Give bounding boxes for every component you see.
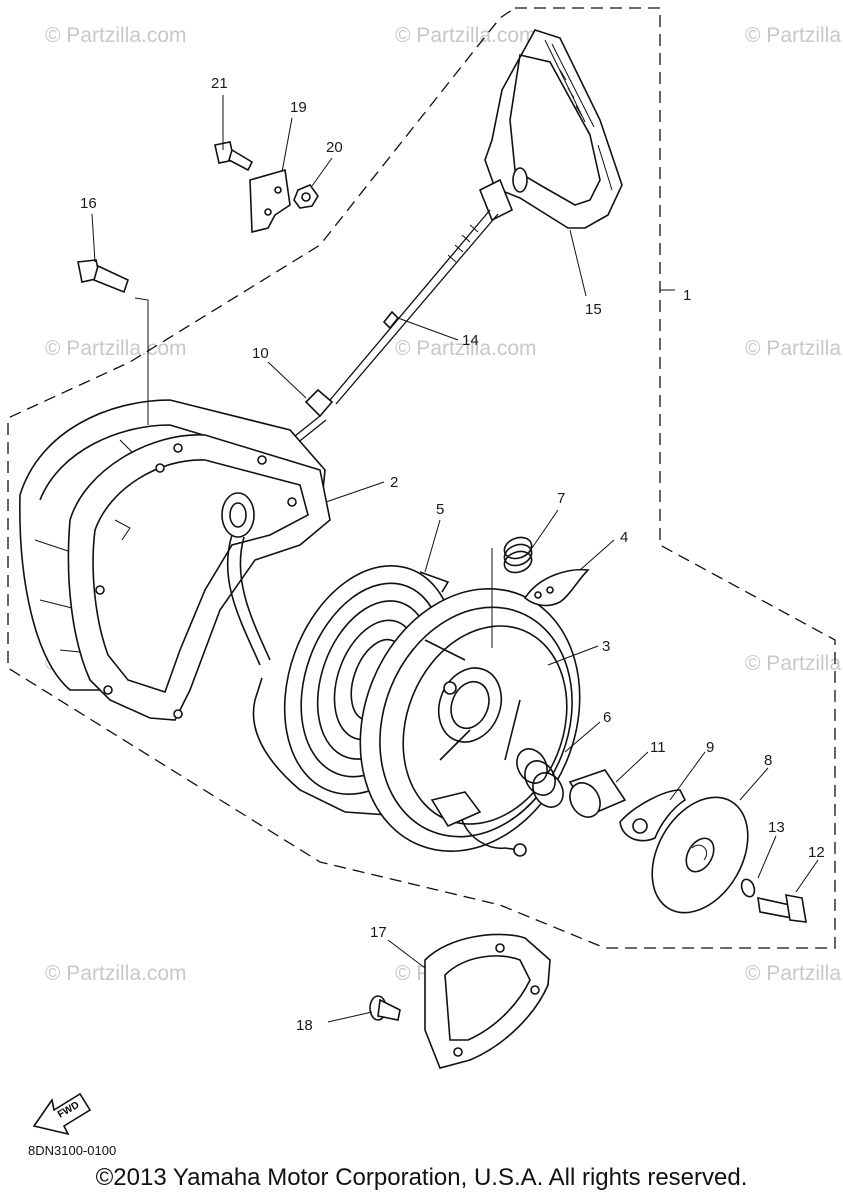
part-3-pulley — [359, 587, 581, 857]
callout-14: 14 — [462, 332, 479, 349]
part-12-bolt — [757, 894, 807, 923]
callout-6: 6 — [603, 709, 611, 726]
callout-7: 7 — [557, 490, 565, 507]
callout-12: 12 — [808, 844, 825, 861]
callout-13: 13 — [768, 819, 785, 836]
watermark: © Partzilla.com — [745, 962, 843, 985]
part-17-cover — [424, 933, 551, 1069]
callout-17: 17 — [370, 924, 387, 941]
watermark: © Partzilla.com — [45, 24, 187, 47]
callout-2: 2 — [390, 474, 398, 491]
callout-19: 19 — [290, 99, 307, 116]
watermark: © Partzilla.com — [45, 337, 187, 360]
part-19-bracket — [249, 168, 291, 234]
callout-20: 20 — [326, 139, 343, 156]
part-7-small-spring — [503, 536, 533, 574]
callout-10: 10 — [252, 345, 269, 362]
assembly-boundary — [7, 7, 836, 949]
part-18-screw — [369, 995, 401, 1021]
callout-4: 4 — [620, 529, 628, 546]
callout-18: 18 — [296, 1017, 313, 1034]
part-6-spring — [516, 748, 564, 808]
callout-16: 16 — [80, 195, 97, 212]
callout-11: 11 — [650, 739, 666, 756]
part-13-washer — [740, 878, 756, 898]
copyright-text: ©2013 Yamaha Motor Corporation, U.S.A. A… — [95, 1164, 748, 1191]
part-4-pawl — [523, 568, 590, 607]
watermark: © Partzilla.com — [45, 962, 187, 985]
callout-15: 15 — [585, 301, 602, 318]
diagram-code: 8DN3100-0100 — [28, 1143, 117, 1158]
callout-5: 5 — [436, 501, 444, 518]
callout-8: 8 — [764, 752, 772, 769]
part-11-collar — [568, 769, 627, 818]
watermark: © Partzilla.com — [745, 24, 843, 47]
callout-21: 21 — [211, 75, 228, 92]
callout-numbers: 1 2 3 4 5 6 7 8 9 10 11 12 13 14 15 16 1… — [80, 75, 825, 1034]
part-20-nut — [293, 184, 319, 209]
callout-9: 9 — [706, 739, 714, 756]
part-15-starter-handle — [478, 29, 623, 229]
part-8-friction-plate — [651, 796, 749, 914]
callout-3: 3 — [602, 638, 610, 655]
fwd-arrow-icon: FWD — [32, 1092, 92, 1136]
part-16-bolt — [77, 259, 129, 294]
callout-1: 1 — [683, 287, 691, 304]
part-2-starter-case — [19, 399, 331, 721]
part-9-drive-plate — [619, 789, 687, 842]
rope-path — [252, 677, 431, 819]
watermark: © Partzilla.com — [395, 337, 537, 360]
part-14-rope — [329, 209, 499, 405]
leader-lines — [91, 95, 819, 1023]
part-21-bolt — [214, 141, 254, 172]
part-10-rope-guide — [289, 388, 334, 445]
watermark: © Partzilla.com — [395, 24, 537, 47]
watermark: © Partzilla.com — [745, 652, 843, 675]
watermark: © Partzilla.com — [745, 337, 843, 360]
